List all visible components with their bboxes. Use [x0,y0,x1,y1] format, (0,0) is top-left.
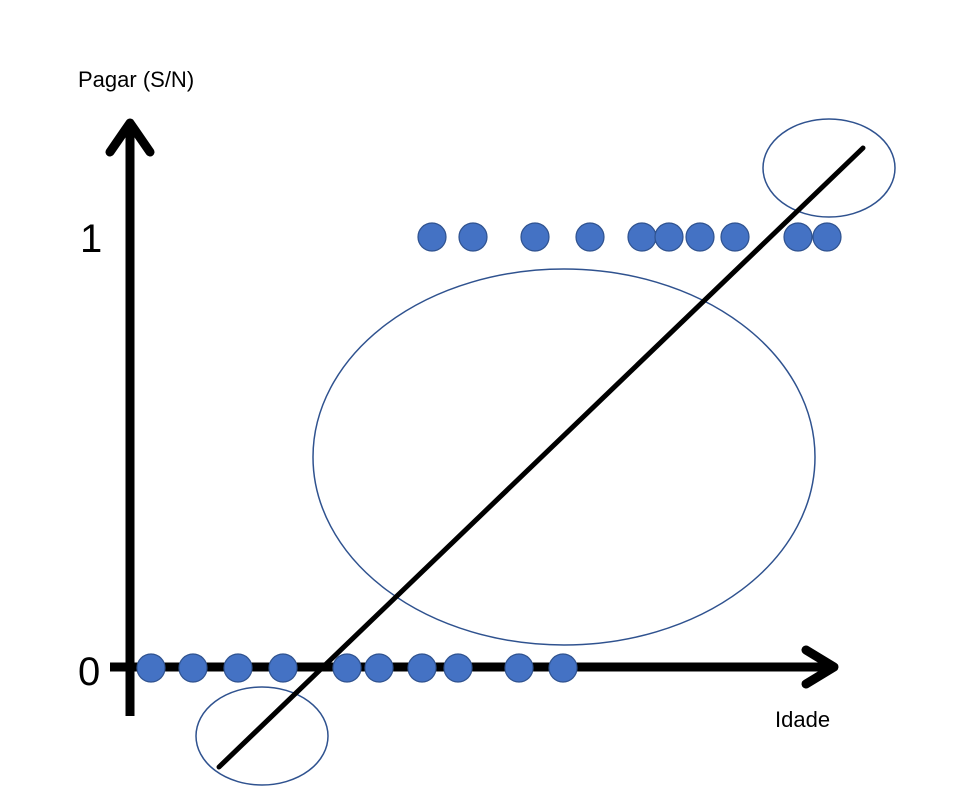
x-axis-arrowhead [801,645,839,689]
data-point [812,222,842,252]
data-point [417,222,447,252]
data-point [443,653,473,683]
data-point [575,222,605,252]
bottom-left-ellipse [195,686,329,786]
data-point [178,653,208,683]
points-group-one [417,222,842,252]
data-point [504,653,534,683]
y-axis-arrowhead [105,118,155,157]
data-point [268,653,298,683]
data-point [332,653,362,683]
data-point [458,222,488,252]
top-right-ellipse [762,118,896,218]
y-tick-0: 0 [78,650,100,694]
data-point [223,653,253,683]
center-ellipse [312,268,816,646]
x-axis-title: Idade [775,707,830,732]
y-tick-1: 1 [80,217,102,261]
points-group-zero [136,653,578,683]
data-point [407,653,437,683]
data-point [783,222,813,252]
data-point [364,653,394,683]
data-point [685,222,715,252]
data-point [654,222,684,252]
y-axis-title: Pagar (S/N) [78,67,194,92]
data-point [720,222,750,252]
data-point [627,222,657,252]
data-point [136,653,166,683]
data-point [520,222,550,252]
linear-regression-line [216,145,866,770]
data-point [548,653,578,683]
